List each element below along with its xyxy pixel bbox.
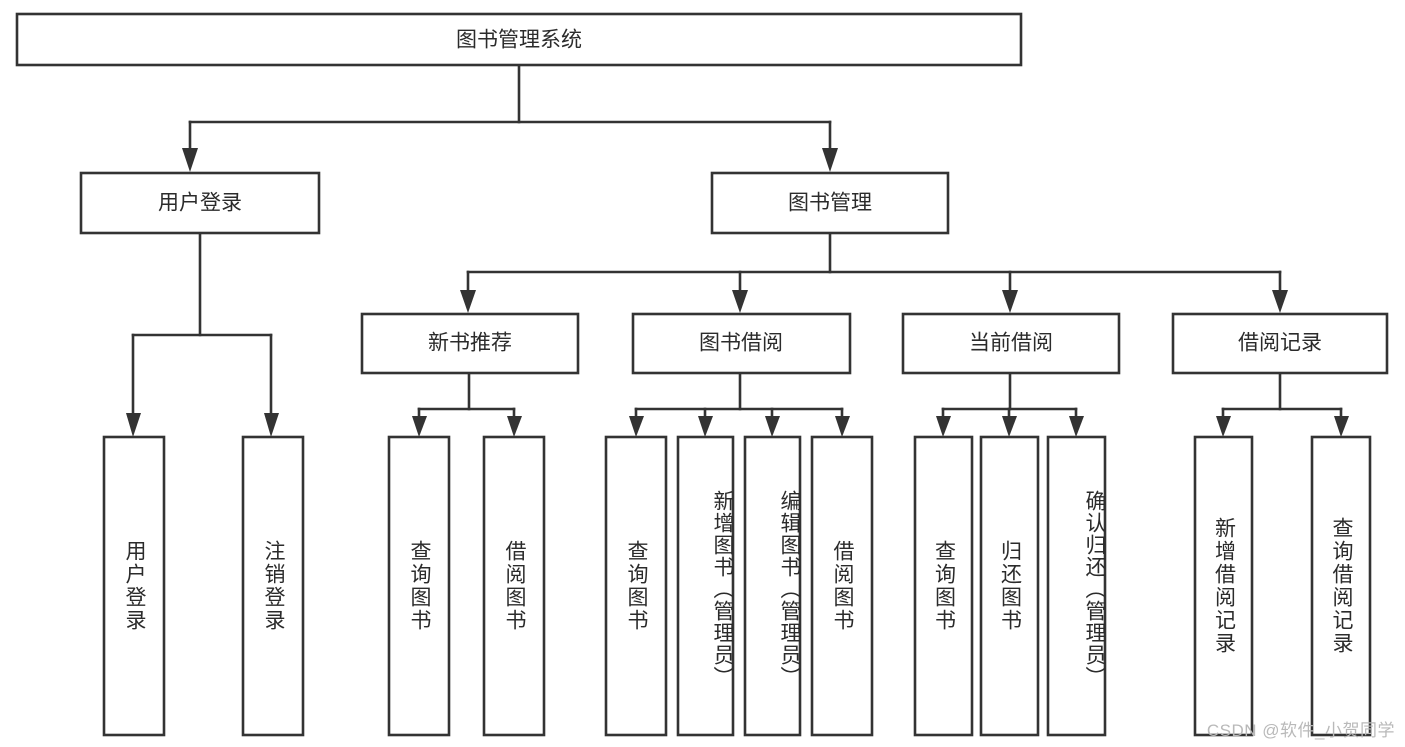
connector-group-borrow-record: [1216, 372, 1349, 437]
arrow-head-borrow-record: [1272, 290, 1288, 313]
leaf-node-query-book-3-box[interactable]: [913, 435, 974, 737]
arrow-head-book-borrow: [732, 290, 748, 313]
node-new-book-recommend-box[interactable]: [360, 312, 580, 375]
leaf-node-query-book-2-label: 查询图书: [625, 540, 649, 632]
arrow-head-leaf-query-record: [1334, 416, 1349, 437]
node-current-borrow[interactable]: 当前借阅: [901, 312, 1121, 375]
leaf-node-add-book-box[interactable]: [676, 435, 735, 737]
leaf-node-query-record[interactable]: 查询借阅记录: [1310, 435, 1372, 737]
leaf-node-query-book-1-label: 查询图书: [408, 540, 432, 632]
arrow-head-leaf-user-login: [126, 413, 141, 437]
leaf-node-borrow-book-1-box[interactable]: [482, 435, 546, 737]
node-current-borrow-label: 当前借阅: [969, 332, 1053, 355]
leaf-node-borrow-book-2[interactable]: 借阅图书: [810, 435, 874, 737]
arrow-head-leaf-borrow-book-1: [507, 416, 522, 437]
leaf-node-user-login-label: 用户登录: [123, 540, 147, 632]
leaf-node-return-book-box[interactable]: [979, 435, 1040, 737]
leaf-node-confirm-return-box[interactable]: [1046, 435, 1107, 737]
arrow-head-leaf-borrow-book-2: [835, 416, 850, 437]
leaf-node-logout-label: 注销登录: [262, 540, 286, 632]
node-book-management-box[interactable]: [710, 171, 950, 235]
csdn-watermark: CSDN @软件_小贺同学: [1206, 721, 1395, 740]
node-user-login-box[interactable]: [79, 171, 321, 235]
leaf-node-return-book-label: 归还图书: [998, 540, 1022, 632]
node-book-borrow-label: 图书借阅: [699, 332, 783, 355]
arrow-head-leaf-add-record: [1216, 416, 1231, 437]
leaf-node-edit-book-box[interactable]: [743, 435, 802, 737]
node-new-book-recommend-label: 新书推荐: [428, 332, 512, 355]
leaf-node-query-book-3[interactable]: 查询图书: [913, 435, 974, 737]
node-user-login-label: 用户登录: [158, 192, 242, 215]
connector-group-new-book-recommend: [412, 372, 522, 437]
leaf-node-query-book-1-box[interactable]: [387, 435, 451, 737]
node-borrow-record-box[interactable]: [1171, 312, 1389, 375]
connector-group-root: [182, 63, 838, 172]
node-new-book-recommend[interactable]: 新书推荐: [360, 312, 580, 375]
leaf-node-add-record-box[interactable]: [1193, 435, 1254, 737]
leaf-node-query-book-2-box[interactable]: [604, 435, 668, 737]
connector-group-current-borrow: [936, 372, 1084, 437]
leaf-node-borrow-book-1[interactable]: 借阅图书: [482, 435, 546, 737]
node-root-box[interactable]: [15, 12, 1023, 67]
leaf-node-edit-book[interactable]: 编辑图书（管理员）: [743, 435, 802, 737]
arrow-head-leaf-edit-book: [765, 416, 780, 437]
leaf-node-query-book-2[interactable]: 查询图书: [604, 435, 668, 737]
arrow-head-leaf-confirm-return: [1069, 416, 1084, 437]
connector-group-user-login: [126, 231, 279, 437]
arrow-head-leaf-query-book-1: [412, 416, 427, 437]
node-user-login[interactable]: 用户登录: [79, 171, 321, 235]
leaf-node-add-record-label: 新增借阅记录: [1212, 517, 1236, 655]
arrow-head-book-management: [822, 148, 838, 172]
leaf-node-user-login[interactable]: 用户登录: [102, 435, 166, 737]
leaf-node-logout[interactable]: 注销登录: [241, 435, 305, 737]
leaf-node-query-book-3-label: 查询图书: [932, 540, 956, 632]
leaf-node-user-login-box[interactable]: [102, 435, 166, 737]
arrow-head-leaf-return-book: [1002, 416, 1017, 437]
connector-group-book-management: [460, 232, 1288, 313]
connector-group-book-borrow: [629, 372, 850, 437]
leaf-node-confirm-return-label: 确认归还（管理员）: [1083, 490, 1105, 688]
leaf-node-add-record[interactable]: 新增借阅记录: [1193, 435, 1254, 737]
arrow-head-leaf-add-book: [698, 416, 713, 437]
node-current-borrow-box[interactable]: [901, 312, 1121, 375]
leaf-node-add-book-label: 新增图书（管理员）: [711, 490, 733, 688]
arrow-head-leaf-query-book-2: [629, 416, 644, 437]
leaf-node-borrow-book-2-box[interactable]: [810, 435, 874, 737]
node-book-management-label: 图书管理: [788, 192, 872, 215]
node-book-borrow[interactable]: 图书借阅: [631, 312, 852, 375]
leaf-node-borrow-book-1-label: 借阅图书: [503, 540, 527, 632]
leaf-node-query-record-box[interactable]: [1310, 435, 1372, 737]
leaf-node-return-book[interactable]: 归还图书: [979, 435, 1040, 737]
leaf-node-confirm-return[interactable]: 确认归还（管理员）: [1046, 435, 1107, 737]
node-book-management[interactable]: 图书管理: [710, 171, 950, 235]
node-borrow-record[interactable]: 借阅记录: [1171, 312, 1389, 375]
node-book-borrow-box[interactable]: [631, 312, 852, 375]
leaf-node-query-record-label: 查询借阅记录: [1330, 517, 1354, 655]
leaf-node-add-book[interactable]: 新增图书（管理员）: [676, 435, 735, 737]
arrow-head-new-book-recommend: [460, 290, 476, 313]
arrow-head-leaf-query-book-3: [936, 416, 951, 437]
leaf-node-borrow-book-2-label: 借阅图书: [831, 540, 855, 632]
leaf-node-edit-book-label: 编辑图书（管理员）: [778, 490, 800, 688]
arrow-head-current-borrow: [1002, 290, 1018, 313]
node-root-label: 图书管理系统: [456, 29, 582, 52]
leaf-node-logout-box[interactable]: [241, 435, 305, 737]
arrow-head-user-login: [182, 148, 198, 172]
leaf-node-query-book-1[interactable]: 查询图书: [387, 435, 451, 737]
arrow-head-leaf-logout: [264, 413, 279, 437]
node-root-book-management-system[interactable]: 图书管理系统: [15, 12, 1023, 67]
node-borrow-record-label: 借阅记录: [1238, 332, 1322, 355]
